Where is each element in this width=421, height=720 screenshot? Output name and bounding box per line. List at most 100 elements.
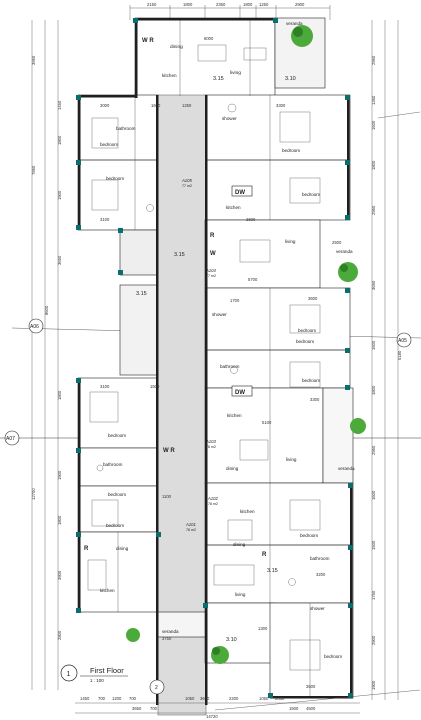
room-label-bedroom: bedroom	[106, 176, 124, 181]
room-label-bedroom: bedroom	[324, 654, 342, 659]
dim-inner: 2500	[332, 240, 342, 245]
room-label-wr: W R	[142, 38, 154, 44]
room-label-shower: shower	[222, 116, 237, 121]
dim-right-8: 1600	[371, 340, 376, 350]
dim-right-11: 1600	[371, 490, 376, 500]
unit-area-a104: 77 m2	[206, 274, 216, 278]
unit-area-a101: 78 m2	[186, 528, 196, 532]
dim-left-13: 2800	[57, 630, 62, 640]
svg-text:2: 2	[155, 685, 158, 691]
svg-text:14720: 14720	[206, 714, 218, 719]
room-label-dining: dining	[170, 44, 183, 50]
room-label-bedroom: bedroom	[106, 523, 124, 528]
room-label-dining: dining	[226, 466, 239, 471]
room-label-bedroom: bedroom	[108, 492, 126, 497]
dim-right-10: 2950	[371, 445, 376, 455]
unit-id-a103: A103	[205, 439, 216, 444]
dim-right-12: 1500	[371, 540, 376, 550]
dim-right-6: 3650	[371, 280, 376, 290]
dim-left-9: 1800	[57, 390, 62, 400]
dim-inner: 3100	[100, 217, 110, 222]
dim-inner: 3600	[308, 296, 318, 301]
dimension-right: 2950 1350 1600 1800 2950 3650 5180 1600 …	[371, 20, 402, 700]
dim-right-14: 2900	[371, 635, 376, 645]
dim-left-8: 12700	[31, 488, 36, 500]
dim-inner: 1250	[182, 103, 192, 108]
level-marker: 3.15	[136, 291, 147, 297]
room-label-living: living	[286, 457, 297, 462]
dim-right-9: 1800	[371, 385, 376, 395]
tree-icon	[291, 25, 313, 47]
room-label-bedroom: bedroom	[300, 533, 318, 538]
room-label-living: living	[230, 70, 241, 76]
svg-text:A05: A05	[398, 338, 407, 344]
room-label-wr: W R	[163, 448, 175, 454]
dim-inner: 3300	[310, 397, 320, 402]
room-label-bedroom: bedroom	[282, 148, 300, 153]
dim-inner: 3500	[306, 684, 316, 689]
dim-top-6: 2900	[295, 2, 305, 7]
dim-left-6: 3650	[57, 255, 62, 265]
room-label-bedroom: bedroom	[296, 339, 314, 344]
dimension-bottom: 1450 700 1200 700 1050 3600 2200 1050 28…	[75, 696, 360, 719]
dim-inner: 3000	[100, 103, 110, 108]
dim-inner: 3750	[162, 636, 172, 641]
level-marker: 3.15	[174, 252, 185, 258]
room-label-bedroom: bedroom	[100, 142, 118, 147]
room-label-living: living	[235, 592, 246, 597]
room-label-kitchen: kitchen	[227, 413, 242, 418]
svg-text:2200: 2200	[229, 696, 239, 701]
dim-inner: 3100	[100, 384, 110, 389]
title-number: 1	[67, 671, 71, 678]
room-label-kitchen: kitchen	[240, 509, 255, 514]
dim-inner: 5700	[248, 277, 258, 282]
svg-text:700: 700	[129, 696, 137, 701]
label-r: R	[262, 552, 267, 558]
dim-inner: 1500	[150, 384, 160, 389]
svg-text:1500: 1500	[289, 706, 299, 711]
dim-top-3: 2350	[216, 2, 226, 7]
drawing-title: 1 First Floor 1 : 100	[60, 664, 128, 683]
dim-right-3: 1600	[371, 120, 376, 130]
label-w: W	[210, 251, 216, 257]
svg-text:3600: 3600	[200, 696, 210, 701]
structural-columns	[76, 18, 353, 698]
room-label-veranda: veranda	[336, 249, 353, 254]
room-label-shower: shower	[310, 606, 325, 611]
unit-area-a103: 76 m2	[206, 445, 216, 449]
dim-top-4: 1800	[243, 2, 253, 7]
dim-inner: 5100	[262, 420, 272, 425]
dim-inner: 1700	[230, 298, 240, 303]
label-r: R	[84, 546, 89, 552]
dim-inner: 2600	[246, 217, 256, 222]
dim-left-1: 3950	[31, 55, 36, 65]
room-label-bedroom: bedroom	[302, 192, 320, 197]
dim-right-15: 1900	[371, 680, 376, 690]
dim-left-3: 7850	[31, 165, 36, 175]
dim-right-4: 1800	[371, 160, 376, 170]
dim-top-1: 2150	[147, 2, 157, 7]
svg-text:4500: 4500	[306, 706, 316, 711]
dim-right-13: 1750	[371, 590, 376, 600]
dim-right-7: 5180	[397, 350, 402, 360]
room-label-kitchen: kitchen	[100, 588, 115, 593]
room-label-bathroom: bathroom	[220, 364, 240, 369]
dim-left-10: 1900	[57, 470, 62, 480]
dim-left-7: 8600	[44, 305, 49, 315]
room-label-bathroom: bathroom	[310, 556, 330, 561]
room-label-veranda: veranda	[338, 466, 355, 471]
dim-right-2: 1350	[371, 95, 376, 105]
room-label-bedroom: bedroom	[108, 433, 126, 438]
dim-left-5: 1900	[57, 190, 62, 200]
room-label-veranda: veranda	[286, 21, 303, 26]
dim-right-5: 2950	[371, 205, 376, 215]
dim-inner: 3200	[316, 572, 326, 577]
title-text: First Floor	[90, 666, 124, 675]
grid-bubble-a06: A06	[28, 318, 44, 334]
room-label-kitchen: kitchen	[226, 205, 241, 210]
grid-bubble-a07: A07	[4, 430, 20, 446]
svg-text:1450: 1450	[80, 696, 90, 701]
room-label-bathroom: bathroom	[103, 462, 123, 467]
dim-right-1: 2950	[371, 55, 376, 65]
room-label-bathroom: bathroom	[116, 126, 136, 131]
